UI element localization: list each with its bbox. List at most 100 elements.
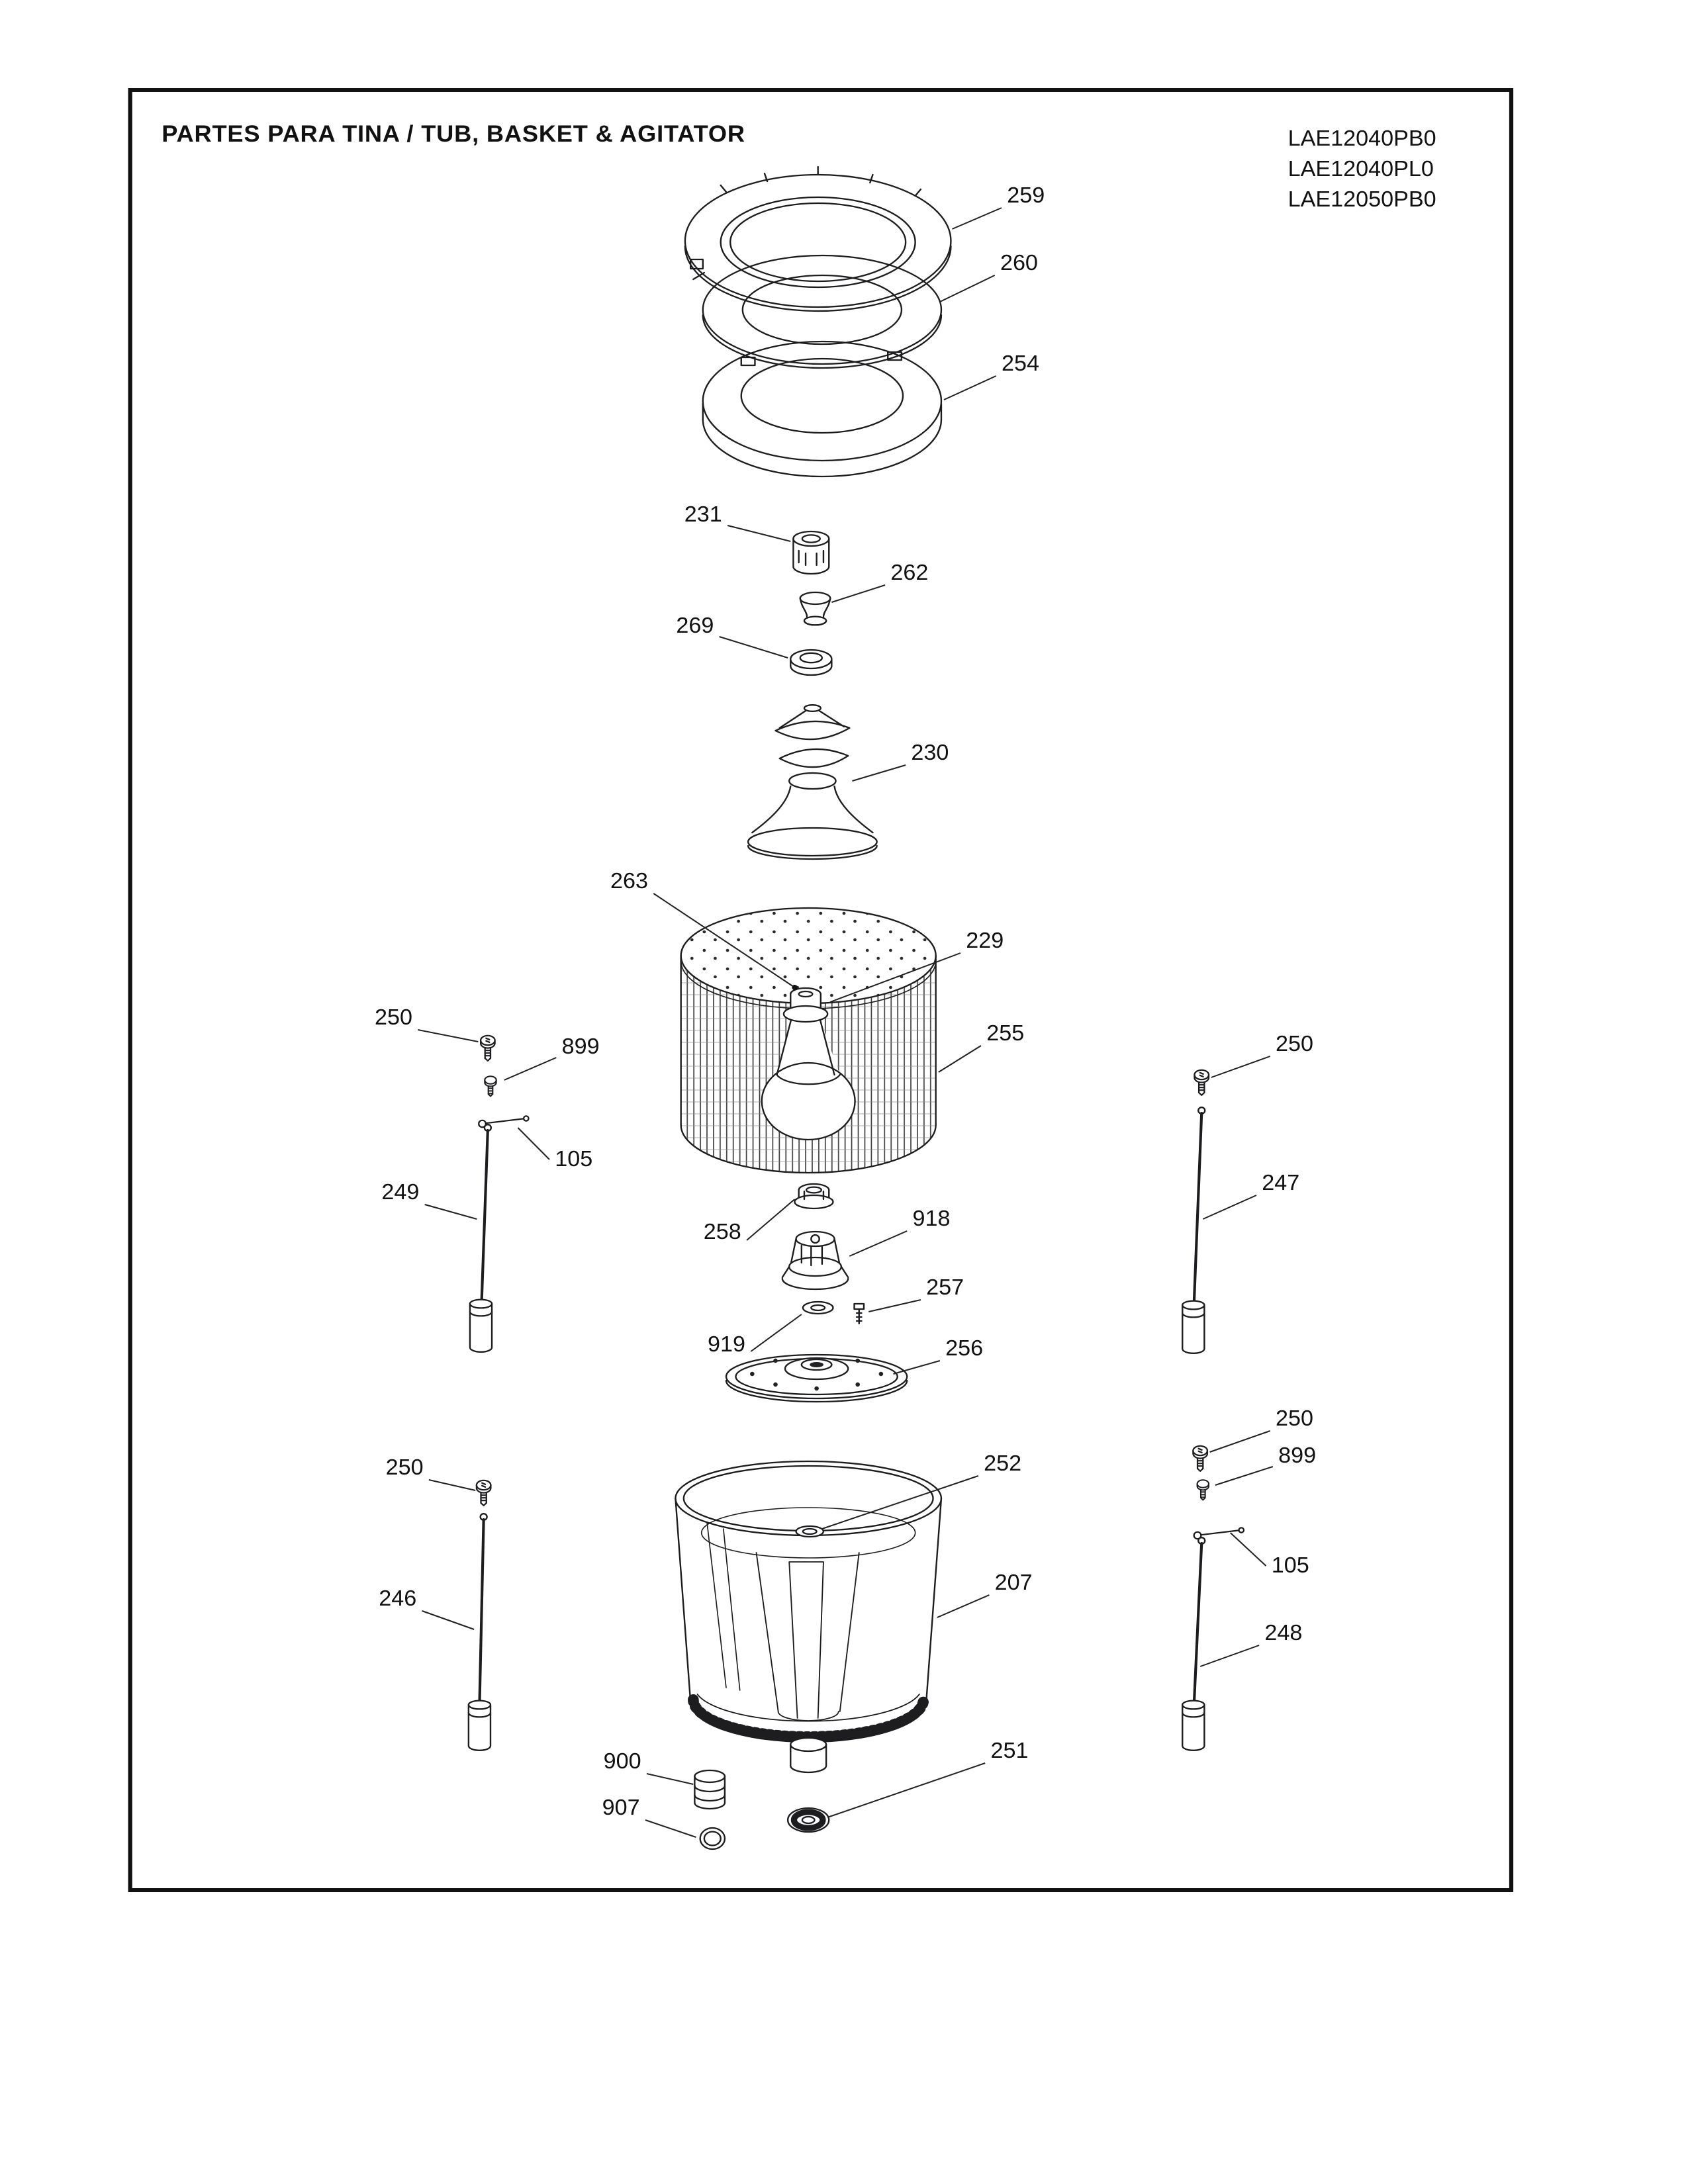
callout-907: 907: [602, 1796, 640, 1820]
part-seal-269: [790, 649, 833, 676]
page-title: PARTES PARA TINA / TUB, BASKET & AGITATO…: [162, 121, 745, 147]
callout-258: 258: [704, 1220, 741, 1244]
part-rod-248: [1182, 1537, 1206, 1751]
part-bolt-250-top-right: [1194, 1069, 1210, 1096]
part-basket-255: [680, 907, 937, 1174]
leader-line-900: [646, 1773, 694, 1785]
callout-250: 250: [1276, 1407, 1313, 1431]
callout-230: 230: [911, 741, 949, 765]
callout-250: 250: [386, 1456, 424, 1480]
part-cap-231: [792, 530, 830, 575]
callout-105: 105: [1272, 1554, 1309, 1578]
callout-251: 251: [990, 1739, 1028, 1763]
leader-line-105: [1229, 1532, 1267, 1567]
model-number-3: LAE12050PB0: [1288, 188, 1436, 212]
leader-line-269: [719, 636, 788, 659]
leader-line-260: [939, 275, 996, 302]
leader-line-250: [1209, 1430, 1271, 1453]
part-hub-256: [725, 1353, 908, 1403]
leader-line-259: [952, 207, 1002, 230]
callout-256: 256: [945, 1337, 983, 1361]
leader-line-256: [893, 1360, 941, 1375]
leader-line-207: [937, 1594, 990, 1618]
callout-257: 257: [926, 1276, 964, 1300]
callout-260: 260: [1000, 251, 1038, 275]
callout-263: 263: [610, 870, 648, 893]
leader-line-257: [868, 1299, 921, 1312]
callout-899: 899: [1278, 1444, 1316, 1468]
basket-opening: [761, 1062, 856, 1141]
part-washer-919: [802, 1300, 834, 1315]
leader-line-255: [938, 1045, 982, 1073]
leader-line-247: [1202, 1195, 1257, 1220]
callout-899: 899: [562, 1035, 600, 1059]
callout-250: 250: [375, 1006, 412, 1030]
part-drive-bell-229: [782, 987, 829, 1023]
callout-255: 255: [986, 1022, 1024, 1046]
leader-line-899: [504, 1057, 557, 1081]
model-number-1: LAE12040PB0: [1288, 127, 1436, 151]
callout-254: 254: [1002, 352, 1039, 376]
part-rod-247: [1182, 1107, 1206, 1354]
callout-252: 252: [984, 1452, 1021, 1476]
leader-dot-263: [792, 985, 798, 990]
callout-262: 262: [890, 561, 928, 585]
part-bolt-250-bottom-right: [1192, 1445, 1209, 1472]
part-rod-249: [469, 1124, 493, 1353]
part-bolt-250-bottom-left: [475, 1479, 492, 1506]
leader-line-249: [424, 1204, 477, 1220]
leader-line-918: [849, 1230, 908, 1257]
model-number-2: LAE12040PL0: [1288, 158, 1434, 181]
leader-line-231: [727, 525, 791, 542]
leader-line-919: [750, 1314, 802, 1352]
leader-line-229: [829, 952, 961, 1003]
leader-line-263: [653, 893, 796, 988]
leader-line-907: [645, 1819, 696, 1838]
tub-center-hole-252: [795, 1525, 825, 1538]
leader-line-105: [517, 1127, 550, 1160]
part-outer-tub-207: [675, 1460, 943, 1774]
leader-line-250: [1211, 1056, 1271, 1078]
leader-line-899: [1215, 1466, 1274, 1486]
callout-248: 248: [1264, 1621, 1302, 1645]
part-rod-246: [467, 1513, 492, 1751]
part-nut-258: [794, 1183, 834, 1210]
callout-900: 900: [604, 1750, 641, 1774]
leader-line-251: [827, 1762, 986, 1818]
leader-line-248: [1199, 1645, 1260, 1667]
leader-line-250: [418, 1029, 479, 1042]
leader-line-254: [943, 375, 997, 400]
callout-918: 918: [912, 1207, 950, 1231]
part-screw-899-left: [484, 1075, 497, 1097]
part-screw-899-right: [1196, 1479, 1210, 1501]
callout-259: 259: [1007, 184, 1045, 208]
part-agitator-230: [747, 704, 878, 860]
leader-line-246: [422, 1610, 475, 1630]
part-tub-ring-259: [684, 165, 952, 312]
part-driveblock-918: [781, 1230, 849, 1291]
leader-line-262: [831, 584, 886, 603]
callout-250: 250: [1276, 1032, 1313, 1056]
callout-919: 919: [708, 1333, 745, 1357]
part-mount-900: [694, 1769, 726, 1810]
part-bolt-250-top-left: [479, 1034, 496, 1062]
callout-105: 105: [555, 1148, 592, 1171]
callout-207: 207: [995, 1571, 1033, 1595]
leader-line-258: [746, 1199, 796, 1241]
leader-line-230: [852, 764, 906, 782]
leader-line-252: [821, 1475, 979, 1529]
part-oring-907: [699, 1827, 726, 1850]
part-gasket-254: [702, 340, 943, 478]
callout-269: 269: [676, 614, 714, 638]
callout-249: 249: [381, 1181, 419, 1205]
callout-246: 246: [379, 1587, 416, 1611]
part-screw-257: [853, 1302, 865, 1325]
callout-231: 231: [684, 503, 722, 527]
leader-line-250: [428, 1479, 476, 1491]
part-tub-cover-260: [702, 254, 943, 369]
callout-247: 247: [1262, 1171, 1299, 1195]
part-seal-251: [786, 1807, 830, 1833]
callout-229: 229: [966, 929, 1004, 953]
